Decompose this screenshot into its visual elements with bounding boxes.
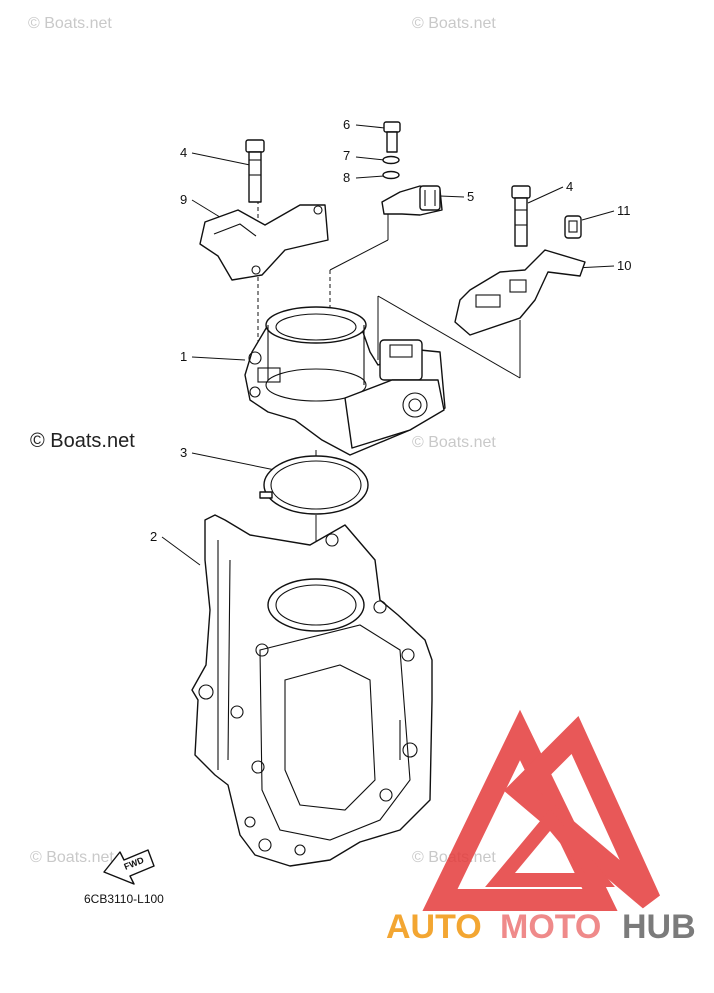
part-4-bolt-left xyxy=(245,139,265,203)
callout-3: 3 xyxy=(180,445,187,460)
callout-4-right: 4 xyxy=(566,179,573,194)
part-10-bracket xyxy=(454,249,586,336)
part-7-washer xyxy=(382,155,400,165)
brand-part-auto: AUTO xyxy=(386,908,482,946)
diagram-code: 6CB3110-L100 xyxy=(84,892,164,906)
part-9-bracket xyxy=(199,204,329,281)
callout-4-left: 4 xyxy=(180,145,187,160)
callout-8: 8 xyxy=(343,170,350,185)
part-2-manifold xyxy=(191,514,433,867)
callout-7: 7 xyxy=(343,148,350,163)
callout-10: 10 xyxy=(617,258,631,273)
part-5-sensor xyxy=(381,185,443,216)
part-1-throttle-body xyxy=(244,306,446,456)
callout-2: 2 xyxy=(150,529,157,544)
watermark-top-left: © Boats.net xyxy=(28,15,112,32)
brand-part-moto: MOTO xyxy=(500,908,601,946)
part-6-bolt xyxy=(383,121,401,153)
callout-11: 11 xyxy=(617,203,631,218)
part-8-oring xyxy=(382,170,400,180)
watermark-middle-right: © Boats.net xyxy=(412,434,496,451)
part-4-bolt-right xyxy=(511,185,531,247)
watermark-bottom-left: © Boats.net xyxy=(30,849,114,866)
watermark-middle-left: © Boats.net xyxy=(30,430,135,452)
callout-6: 6 xyxy=(343,117,350,132)
callout-9: 9 xyxy=(180,192,187,207)
fwd-arrow-icon: FWD xyxy=(103,849,155,885)
part-3-gasket xyxy=(259,455,369,515)
automotohub-logo-mark xyxy=(422,709,661,911)
callout-1: 1 xyxy=(180,349,187,364)
callout-5: 5 xyxy=(467,189,474,204)
part-11-clip xyxy=(564,215,582,239)
automotohub-wordmark: AUTO MOTO HUB xyxy=(386,908,696,946)
brand-part-hub: HUB xyxy=(622,908,696,946)
watermark-top-right: © Boats.net xyxy=(412,15,496,32)
